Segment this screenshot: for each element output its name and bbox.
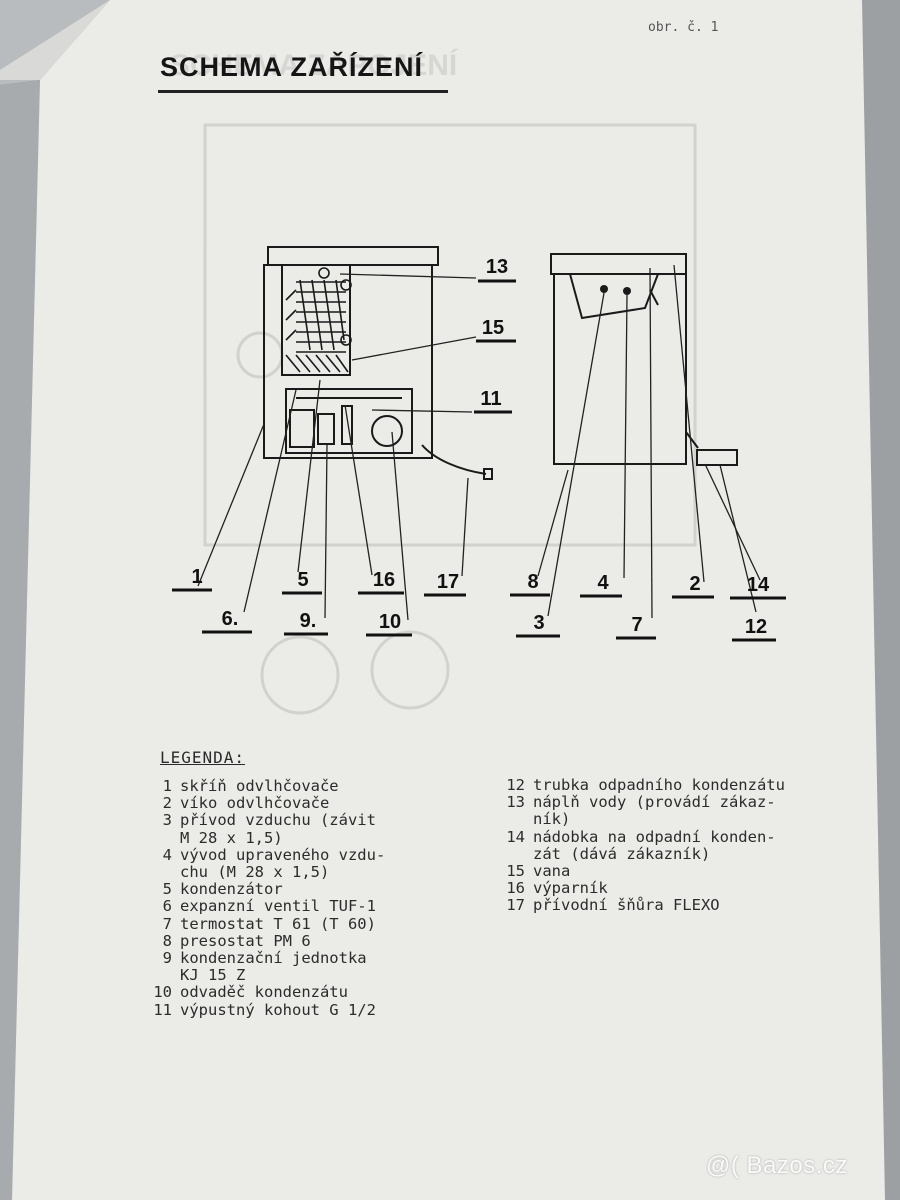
callout-10: 10 (378, 611, 402, 633)
legend-item: 3 přívod vzduchu (závit (150, 812, 385, 829)
legend-item-text: výparník (533, 879, 608, 898)
legend-item: zát (dává zákazník) (503, 844, 785, 863)
legend-item: 16 výparník (503, 880, 785, 897)
legend-item: KJ 15 Z (150, 967, 385, 984)
legend-item-text: kondenzátor (180, 880, 283, 899)
legend-item-text: odvaděč kondenzátu (180, 983, 348, 1002)
callout-8: 8 (527, 571, 539, 593)
legend-item-text: expanzní ventil TUF-1 (180, 897, 376, 916)
legend-item-number: 10 (153, 983, 172, 1002)
legend-item-number (150, 830, 172, 847)
legend-item: 7 termostat T 61 (T 60) (150, 914, 385, 933)
legend-item: 12 trubka odpadního kondenzátu (503, 776, 785, 794)
legend-item-text: víko odvlhčovače (180, 794, 330, 813)
callout-5: 5 (297, 569, 309, 591)
legend-item: ník) (503, 811, 785, 828)
legend-item-text: nádobka na odpadní konden- (533, 827, 776, 846)
legend-item-number: 12 (506, 776, 525, 794)
legend-item-number: 3 (162, 811, 172, 830)
legend-item-text: skříň odvlhčovače (180, 777, 339, 795)
legend-item: 17 přívodní šňůra FLEXO (503, 897, 785, 914)
legend-item-text: zát (dává zákazník) (533, 844, 711, 863)
legend-item-number: 16 (506, 879, 525, 898)
callout-11: 11 (480, 388, 502, 410)
callout-16: 16 (372, 569, 396, 591)
legend-item-number: 8 (162, 931, 172, 950)
legend-right-column: 12 trubka odpadního kondenzátu 13 náplň vod… (503, 776, 785, 915)
legend-item-text: chu (M 28 x 1,5) (180, 863, 330, 882)
legend-item-text: ník) (533, 810, 571, 829)
legend-item-number (503, 811, 525, 828)
legend-item-text: přívodní šňůra FLEXO (533, 896, 720, 915)
page-mark: obr. č. 1 (648, 20, 719, 35)
callout-14: 14 (746, 574, 770, 596)
legend-item: 2 víko odvlhčovače (150, 795, 385, 812)
legend-item-text: vývod upraveného vzdu- (180, 845, 386, 864)
legend-item: 14 nádobka na odpadní konden- (503, 827, 785, 846)
callout-1: 1 (191, 566, 203, 588)
legend-item: M 28 x 1,5) (150, 828, 385, 847)
callout-7: 7 (631, 614, 643, 636)
svg-text:SCHEMA ZAPOJENÍ: SCHEMA ZAPOJENÍ (170, 48, 458, 82)
legend-heading: LEGENDA: (160, 748, 246, 767)
legend-item: 4 vývod upraveného vzdu- (150, 845, 386, 864)
legend-item-text: náplň vody (provádí zákaz- (533, 793, 776, 812)
legend-item: 9 kondenzační jednotka (150, 949, 385, 968)
legend-item-text: M 28 x 1,5) (180, 828, 283, 847)
legend-item: chu (M 28 x 1,5) (150, 863, 385, 882)
callout-4: 4 (597, 572, 609, 594)
callout-12: 12 (744, 616, 768, 638)
legend-item-number: 1 (162, 777, 172, 795)
legend-item: 15 vana (503, 862, 785, 881)
legend-item-number: 2 (162, 794, 172, 813)
legend-item-number (150, 864, 172, 881)
legend-item-text: KJ 15 Z (180, 966, 246, 985)
legend-item-text: výpustný kohout G 1/2 (180, 1000, 376, 1019)
legend-left-column: 1 skříň odvlhčovače 2 víko odvlhčovače 3 přív… (150, 777, 386, 1019)
callout-3: 3 (533, 612, 545, 634)
legend-item: 8 presostat PM 6 (150, 931, 385, 950)
legend-item-number: 15 (506, 862, 525, 881)
legend-item-text: termostat T 61 (T 60) (180, 914, 376, 933)
legend-item-number (150, 967, 172, 984)
legend-item-number (503, 846, 525, 863)
legend-item: 1 skříň odvlhčovače (150, 777, 385, 795)
title-underline (158, 90, 448, 93)
callout-17: 17 (436, 571, 460, 593)
legend-item-number: 17 (506, 896, 525, 915)
legend-item-text: přívod vzduchu (závit (180, 811, 376, 830)
callout-6: 6. (221, 608, 239, 630)
page-title: SCHEMA ZAŘÍZENÍ (160, 52, 423, 82)
callout-15: 15 (481, 317, 505, 339)
legend-item-number: 13 (506, 793, 525, 812)
legend-item-text: kondenzační jednotka (180, 949, 367, 968)
legend-item: 6 expanzní ventil TUF-1 (150, 898, 385, 915)
watermark: @( Bazos.cz (706, 1152, 848, 1179)
legend-item-number: 5 (162, 880, 172, 899)
callout-2: 2 (689, 573, 701, 595)
callout-13: 13 (485, 256, 509, 278)
legend-item-text: presostat PM 6 (180, 931, 311, 950)
legend-item: 5 kondenzátor (150, 881, 385, 898)
legend-item-number: 7 (162, 914, 172, 933)
legend-item-number: 4 (162, 845, 172, 864)
legend-item-text: vana (533, 862, 571, 881)
callout-9: 9. (299, 610, 317, 632)
legend-item: 11 výpustný kohout G 1/2 (150, 1000, 385, 1019)
legend-item-number: 14 (506, 827, 525, 846)
legend-item: 13 náplň vody (provádí zákaz- (503, 794, 785, 811)
legend-item-text: trubka odpadního kondenzátu (533, 776, 785, 794)
legend-item-number: 9 (162, 949, 172, 968)
legend-item: 10 odvaděč kondenzátu (150, 984, 385, 1001)
legend-item-number: 6 (162, 897, 172, 916)
legend-item-number: 11 (153, 1000, 172, 1019)
